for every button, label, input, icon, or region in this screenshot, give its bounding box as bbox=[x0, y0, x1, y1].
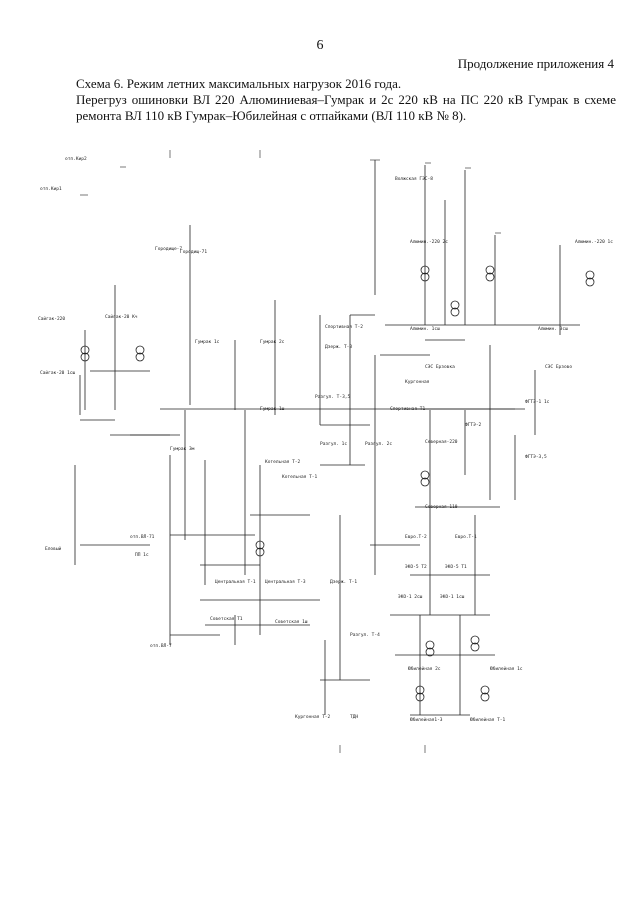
station-label: Разгул. Т-4 bbox=[350, 633, 380, 638]
station-label: Кургонная bbox=[405, 380, 430, 385]
station-label: Городище-7 bbox=[155, 247, 183, 252]
station-label: Алюмин. 3сш bbox=[538, 327, 568, 332]
station-label: ЭКО-1 2сш bbox=[398, 595, 423, 600]
station-label: Дзерж. Т-3 bbox=[325, 345, 353, 350]
station-label: Юбилейная Т-1 bbox=[470, 718, 506, 723]
station-label: Дзерж. Т-1 bbox=[330, 580, 358, 585]
station-label: Сайгак-20 1сш bbox=[40, 371, 76, 376]
station-label: Котельная Т-2 bbox=[265, 460, 301, 465]
station-label: Еловый bbox=[45, 547, 62, 552]
station-label: отп.ВЛ-7 bbox=[150, 644, 172, 649]
station-label: Советская 1ш bbox=[275, 620, 308, 625]
station-label: ФГТЭ-3,5 bbox=[525, 455, 547, 460]
station-label: Разгул. 1с bbox=[320, 442, 348, 447]
station-label: Спортивная Т1 bbox=[390, 407, 426, 412]
station-label: Спортивная Т-2 bbox=[325, 325, 363, 330]
station-label: Гумрак Зм bbox=[170, 447, 195, 452]
scheme-title-line2: Перегруз ошиновки ВЛ 220 Алюминиевая–Гум… bbox=[76, 92, 616, 107]
scheme-title: Схема 6. Режим летних максимальных нагру… bbox=[76, 76, 616, 124]
station-label: Евро.Т-1 bbox=[455, 535, 477, 540]
station-label: отп.Кир1 bbox=[40, 187, 62, 192]
station-label: ЭКО-5 Т1 bbox=[445, 565, 467, 570]
station-label: Алюмин.-220 2с bbox=[410, 240, 448, 245]
appendix-continuation: Продолжение приложения 4 bbox=[457, 56, 614, 71]
station-label: отп.Кир2 bbox=[65, 157, 87, 162]
station-label: Кургонная Т-2 bbox=[295, 715, 331, 720]
station-label: Гумрак 1с bbox=[195, 340, 220, 345]
station-label: Евро.Т-2 bbox=[405, 535, 427, 540]
station-label: Котельная Т-1 bbox=[282, 475, 318, 480]
scheme-title-line1: Схема 6. Режим летних максимальных нагру… bbox=[76, 76, 402, 91]
station-label: Сайгак-220 bbox=[38, 317, 66, 322]
station-label: Северная-110 bbox=[425, 505, 458, 510]
station-label: Разгул. Т-3,5 bbox=[315, 395, 351, 400]
station-label: Советская Т1 bbox=[210, 617, 243, 622]
station-label: СЭС Ерзово bbox=[545, 365, 573, 370]
station-label: Алюмин.-220 1с bbox=[575, 240, 613, 245]
station-label: Юбилейная 2с bbox=[408, 667, 441, 672]
station-label: ЭКО-5 Т2 bbox=[405, 565, 427, 570]
station-label: Юбилейная1-3 bbox=[410, 718, 443, 723]
station-label: Сайгак-20 Кч bbox=[105, 315, 138, 320]
station-label: Центральная Т-1 bbox=[215, 580, 256, 585]
page-number: 6 bbox=[316, 38, 324, 53]
station-label: ФГТЭ-1 1с bbox=[525, 400, 550, 405]
station-label: ЭКО-1 1сш bbox=[440, 595, 465, 600]
station-label: Разгул. 2с bbox=[365, 442, 393, 447]
station-label: Гумрак 2с bbox=[260, 340, 285, 345]
station-label: Алюмин. 1сш bbox=[410, 327, 440, 332]
station-label: Центральная Т-3 bbox=[265, 580, 306, 585]
power-grid-schematic bbox=[74, 150, 595, 753]
station-label: отп.ВЛ-71 bbox=[130, 535, 155, 540]
scheme-title-line3: ремонта ВЛ 110 кВ Гумрак–Юбилейная с отп… bbox=[76, 108, 467, 123]
station-label: Гумрак 1ш bbox=[260, 407, 285, 412]
station-label: Городищ-71 bbox=[180, 250, 208, 255]
station-label: ФГТЭ-2 bbox=[465, 423, 482, 428]
station-label: Юбилейная 1с bbox=[490, 667, 523, 672]
station-label: СЭС Ерзовка bbox=[425, 365, 455, 370]
station-label: ТДН bbox=[350, 715, 359, 720]
station-label: ПП 1с bbox=[135, 553, 149, 558]
station-label: Северная-220 bbox=[425, 440, 458, 445]
station-label: Волжская ГЭС-8 bbox=[395, 177, 433, 182]
